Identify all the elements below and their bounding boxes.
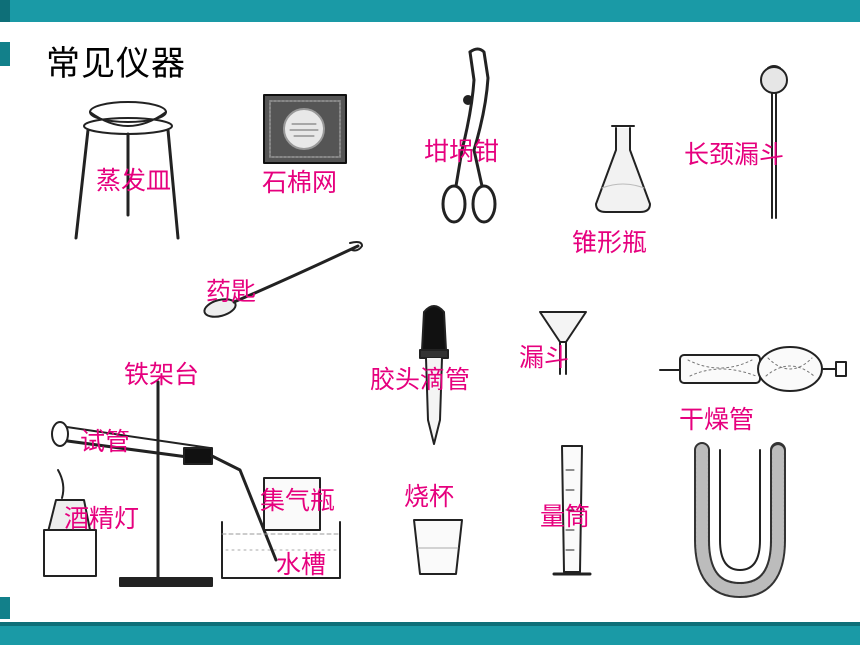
graduated-cylinder-icon xyxy=(552,445,592,576)
medicine-spoon-icon xyxy=(203,241,363,318)
label-gas-jar: 集气瓶 xyxy=(260,486,336,515)
label-asbestos-gauze: 石棉网 xyxy=(262,168,338,197)
label-funnel: 漏斗 xyxy=(519,343,570,372)
dropper-icon xyxy=(419,305,449,445)
label-drying-tube: 干燥管 xyxy=(679,405,755,434)
label-medicine-spoon: 药匙 xyxy=(206,277,257,306)
crucible-tongs-icon xyxy=(441,47,497,224)
label-conical-flask: 锥形瓶 xyxy=(572,228,648,257)
page-title: 常见仪器 xyxy=(46,44,186,84)
label-iron-stand: 铁架台 xyxy=(124,360,200,389)
label-alcohol-lamp: 酒精灯 xyxy=(64,504,140,533)
left-bar-tick-top xyxy=(0,42,10,66)
bottom-band xyxy=(0,622,860,645)
label-crucible-tongs: 坩埚钳 xyxy=(424,137,500,166)
label-graduated-cylinder: 量筒 xyxy=(540,502,591,531)
label-dropper: 胶头滴管 xyxy=(370,365,471,394)
top-band xyxy=(0,0,860,22)
long-neck-funnel-icon xyxy=(760,65,788,219)
left-bar-tick-bottom xyxy=(0,597,10,619)
u-tube-icon xyxy=(694,442,786,598)
iron-stand-setup-icon xyxy=(43,380,278,587)
label-long-neck-funnel: 长颈漏斗 xyxy=(684,140,785,169)
drying-tube-icon xyxy=(659,346,847,392)
label-evaporating-dish: 蒸发皿 xyxy=(96,166,172,195)
beaker-icon xyxy=(413,519,463,575)
conical-flask-icon xyxy=(595,125,651,213)
evaporating-dish-tripod-icon xyxy=(74,101,180,240)
funnel-icon xyxy=(539,311,587,375)
top-band-shade xyxy=(0,0,10,22)
bottom-band-shade xyxy=(0,622,860,626)
label-beaker: 烧杯 xyxy=(404,482,455,511)
label-water-trough: 水槽 xyxy=(276,550,327,579)
label-test-tube: 试管 xyxy=(80,427,131,456)
asbestos-gauze-icon xyxy=(263,94,347,164)
water-trough-gas-jar-icon xyxy=(221,477,341,579)
left-bar xyxy=(0,22,10,622)
